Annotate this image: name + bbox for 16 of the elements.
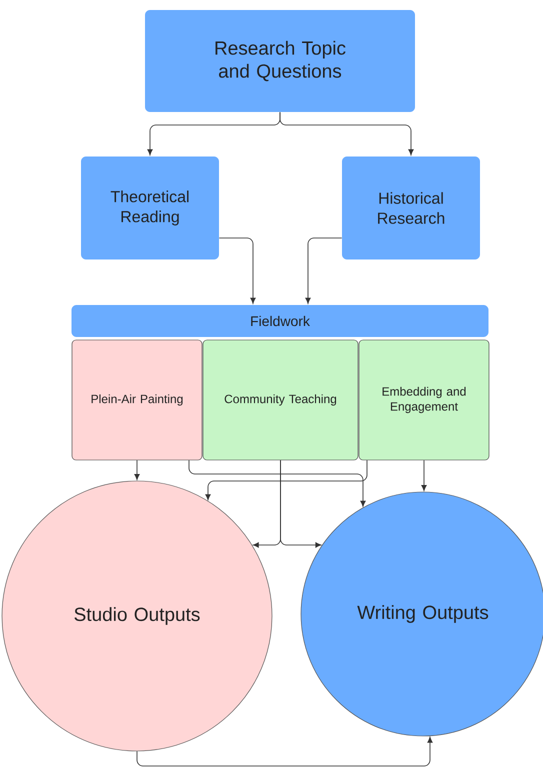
arrow	[205, 460, 368, 500]
arrow	[280, 112, 414, 156]
arrow	[188, 460, 366, 507]
arrow	[218, 238, 256, 304]
activity-box: Embedding and Engagement	[358, 340, 490, 460]
process-box: Historical Research	[342, 156, 480, 260]
arrow	[280, 460, 322, 548]
arrow	[421, 460, 427, 491]
fieldwork-band: Fieldwork	[72, 305, 488, 337]
process-box: Research Topic and Questions	[145, 10, 415, 112]
process-box: Theoretical Reading	[81, 156, 219, 260]
arrow	[134, 460, 140, 480]
activity-box: Community Teaching	[202, 340, 358, 460]
arrow	[136, 736, 433, 766]
activity-box: Plein-Air Painting	[72, 340, 202, 460]
arrow	[305, 238, 342, 304]
